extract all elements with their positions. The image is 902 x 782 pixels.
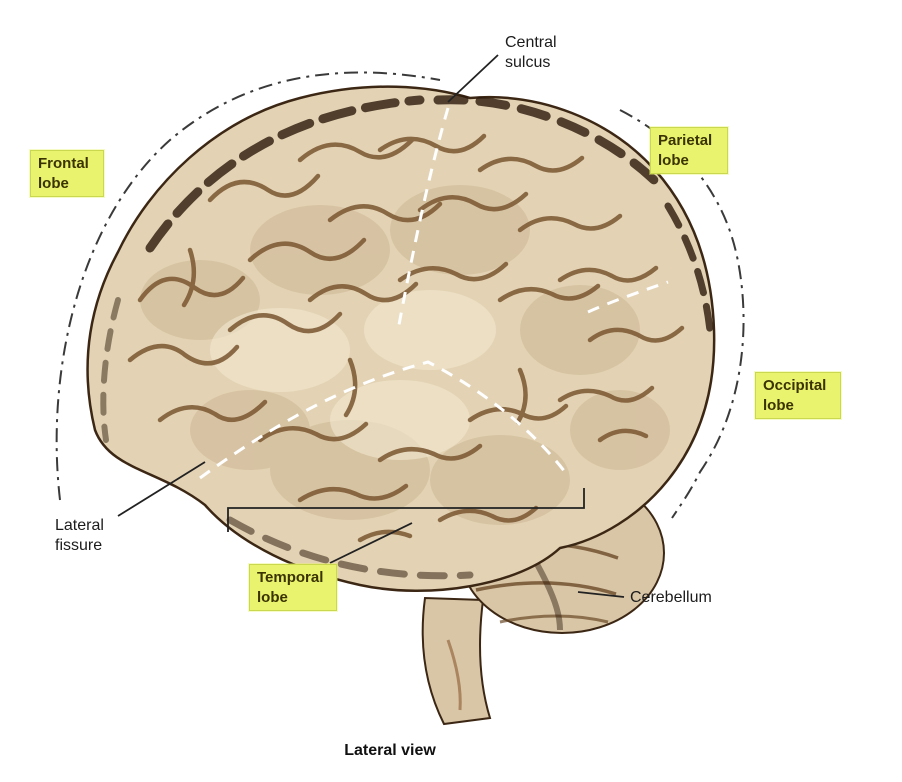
label-central-sulcus: Central sulcus — [505, 34, 557, 72]
brainstem-shape — [421, 596, 492, 726]
frontal-arc — [55, 71, 441, 501]
diagram-caption: Lateral view — [344, 742, 436, 759]
label-parietal-lobe: Parietal lobe — [650, 127, 728, 174]
parieto-occipital-line — [587, 280, 669, 314]
lateral-fissure-leader — [117, 461, 206, 517]
cerebrum-shape — [86, 85, 716, 593]
label-occipital-lobe: Occipital lobe — [755, 372, 841, 419]
cerebellum-leader — [577, 591, 625, 598]
label-cerebellum: Cerebellum — [630, 589, 712, 606]
temporal-bracket — [227, 488, 585, 532]
central-sulcus-line — [396, 107, 450, 331]
label-temporal-lobe: Temporal lobe — [249, 564, 337, 611]
label-frontal-lobe: Frontal lobe — [30, 150, 104, 197]
central-sulcus-leader — [447, 54, 499, 103]
temporal-leader — [329, 522, 413, 564]
label-lateral-fissure: Lateral fissure — [55, 517, 104, 555]
lateral-fissure-line — [199, 360, 570, 480]
